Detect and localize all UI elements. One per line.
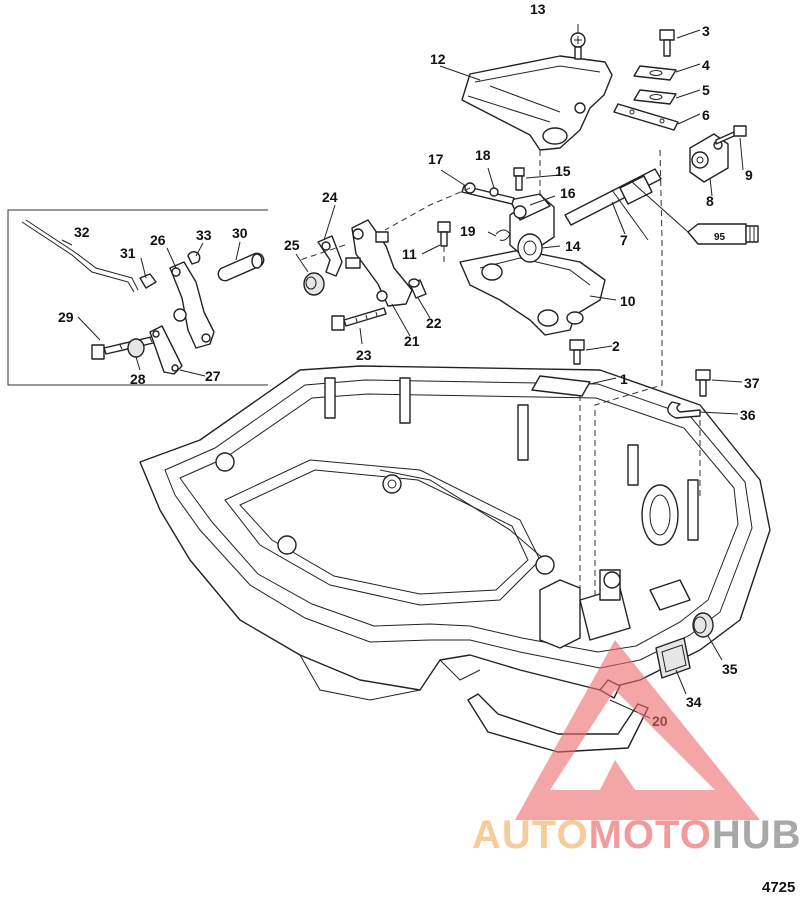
strap-6: [613, 103, 679, 131]
clip-19: [495, 229, 511, 241]
link-24: [317, 235, 343, 277]
label-part-6: 6: [702, 107, 710, 123]
label-part-31: 31: [120, 245, 136, 261]
label-part-2: 2: [612, 338, 620, 354]
watermark: AUTOMOTOHUB: [472, 640, 800, 857]
label-part-10: 10: [620, 293, 636, 309]
bracket-10: [459, 249, 606, 336]
link-rod-17-18: [461, 182, 515, 205]
grommet-34: [655, 637, 691, 679]
label-part-26: 26: [150, 232, 166, 248]
label-part-12: 12: [430, 51, 446, 67]
plate-5: [633, 89, 677, 105]
throttle-shaft-7: [564, 168, 689, 241]
label-part-16: 16: [560, 185, 576, 201]
sealant-tube: 95: [687, 223, 759, 245]
plate-4: [633, 65, 677, 81]
shift-lever-21: [345, 219, 413, 307]
label-part-9: 9: [745, 167, 753, 183]
label-part-18: 18: [475, 147, 491, 163]
part-labels: 1 2 3 4 5 6 7 8 9 10 11 12 13 14 15 16 1…: [58, 1, 760, 729]
label-part-17: 17: [428, 151, 444, 167]
cover-12: [461, 55, 613, 151]
label-part-32: 32: [74, 224, 90, 240]
label-part-7: 7: [620, 232, 628, 248]
label-part-11: 11: [402, 246, 417, 262]
plate-1: [531, 375, 591, 397]
bushing-25: [303, 272, 325, 296]
sealant-tube-label: 95: [714, 232, 726, 243]
label-part-23: 23: [356, 347, 372, 363]
watermark-part2: MOTO: [589, 813, 712, 857]
label-part-4: 4: [702, 57, 710, 73]
label-part-30: 30: [232, 225, 248, 241]
label-part-19: 19: [460, 223, 476, 239]
screw-9: [715, 125, 747, 145]
watermark-part3: HUB: [712, 813, 800, 857]
bolt-23: [331, 307, 387, 331]
label-part-25: 25: [284, 237, 300, 253]
clamp-36: [667, 401, 701, 419]
screw-11: [437, 221, 451, 247]
label-part-36: 36: [740, 407, 756, 423]
label-part-21: 21: [404, 333, 420, 349]
label-part-15: 15: [555, 163, 571, 179]
label-part-22: 22: [426, 315, 442, 331]
watermark-part1: AUTO: [472, 813, 589, 857]
label-part-1: 1: [620, 371, 628, 387]
screw-15: [513, 167, 525, 191]
screw-37: [695, 369, 711, 397]
screw-2: [569, 339, 585, 365]
plug-35: [692, 612, 714, 638]
watermark-triangle-icon: [515, 640, 760, 820]
label-part-28: 28: [130, 371, 146, 387]
label-part-34: 34: [686, 694, 702, 710]
label-part-14: 14: [565, 238, 581, 254]
label-part-35: 35: [722, 661, 738, 677]
bottom-cowl: [139, 365, 771, 701]
spacer-22: [408, 278, 427, 299]
label-part-24: 24: [322, 189, 338, 205]
label-part-29: 29: [58, 309, 74, 325]
label-part-27: 27: [205, 368, 221, 384]
sensor-8: [689, 133, 729, 183]
inset-linkage-group: [7, 209, 268, 386]
assembly-lines: [299, 149, 701, 600]
figure-number: 4725: [762, 879, 795, 896]
screw-13: [570, 32, 586, 60]
label-part-3: 3: [702, 23, 710, 39]
label-part-37: 37: [744, 375, 760, 391]
lever-16: [509, 193, 551, 221]
screw-3: [659, 29, 675, 57]
label-part-8: 8: [706, 193, 714, 209]
label-part-5: 5: [702, 82, 710, 98]
svg-text:AUTOMOTOHUB: AUTOMOTOHUB: [472, 813, 800, 857]
label-part-33: 33: [196, 227, 212, 243]
label-part-13: 13: [530, 1, 546, 17]
